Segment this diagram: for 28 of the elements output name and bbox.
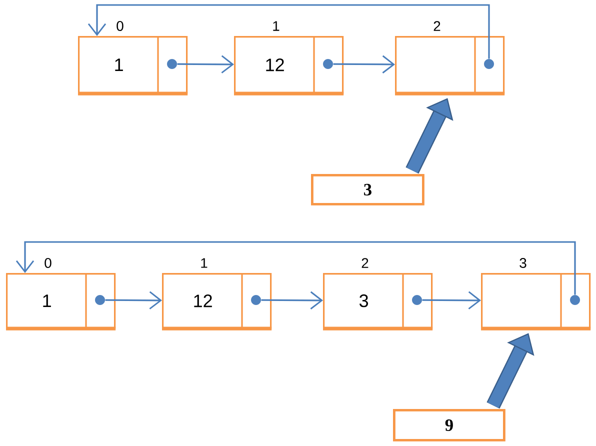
- list-node: 3: [323, 273, 433, 330]
- index-label: 0: [44, 258, 52, 268]
- value-box: 3: [311, 174, 424, 206]
- index-label: 2: [362, 258, 368, 268]
- pointer-dot: [167, 59, 177, 69]
- index-label: 3: [520, 258, 526, 268]
- list-node: 1: [78, 36, 188, 96]
- index-label: 2: [434, 21, 440, 31]
- pointer-dot: [95, 295, 105, 305]
- arrow: [177, 55, 234, 74]
- index-label: 0: [116, 21, 124, 31]
- list-node: 12: [234, 36, 344, 96]
- arrow: [16, 241, 576, 295]
- arrow: [333, 55, 395, 74]
- pointer-dot: [412, 295, 422, 305]
- pointer-dot: [323, 59, 333, 69]
- arrow: [88, 4, 490, 59]
- index-label: 1: [273, 21, 280, 31]
- arrow: [422, 291, 481, 310]
- pointer-dot: [570, 295, 580, 305]
- arrow: [261, 291, 323, 310]
- pointer-dot: [484, 59, 494, 69]
- pointer-dot: [251, 295, 261, 305]
- list-node: 12: [162, 273, 272, 330]
- arrow: [105, 291, 162, 310]
- list-node: 1: [6, 273, 116, 330]
- value-box: 9: [393, 409, 506, 442]
- index-label: 1: [201, 258, 208, 268]
